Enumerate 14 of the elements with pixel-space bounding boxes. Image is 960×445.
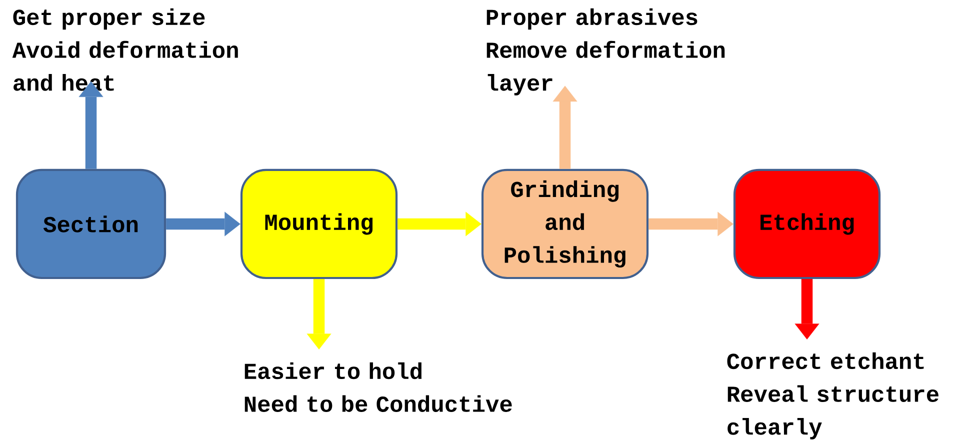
note-text: Proper abrasives Remove deformation layer xyxy=(486,8,725,96)
block-arrow xyxy=(398,212,482,236)
block-arrow xyxy=(648,212,734,236)
block-arrow xyxy=(166,212,240,236)
block-arrow xyxy=(78,81,104,169)
process-box: Grinding and Polishing xyxy=(481,168,649,280)
note-text: Easier to hold Need to be Conductive xyxy=(244,362,512,412)
block-arrow xyxy=(306,279,332,350)
process-box: Etching xyxy=(733,168,881,280)
note-text: Correct etchant Reveal structure clearly xyxy=(727,352,938,440)
process-box: Section xyxy=(16,168,166,280)
block-arrow xyxy=(794,279,820,340)
block-arrow xyxy=(552,86,578,169)
process-box: Mounting xyxy=(240,168,398,280)
